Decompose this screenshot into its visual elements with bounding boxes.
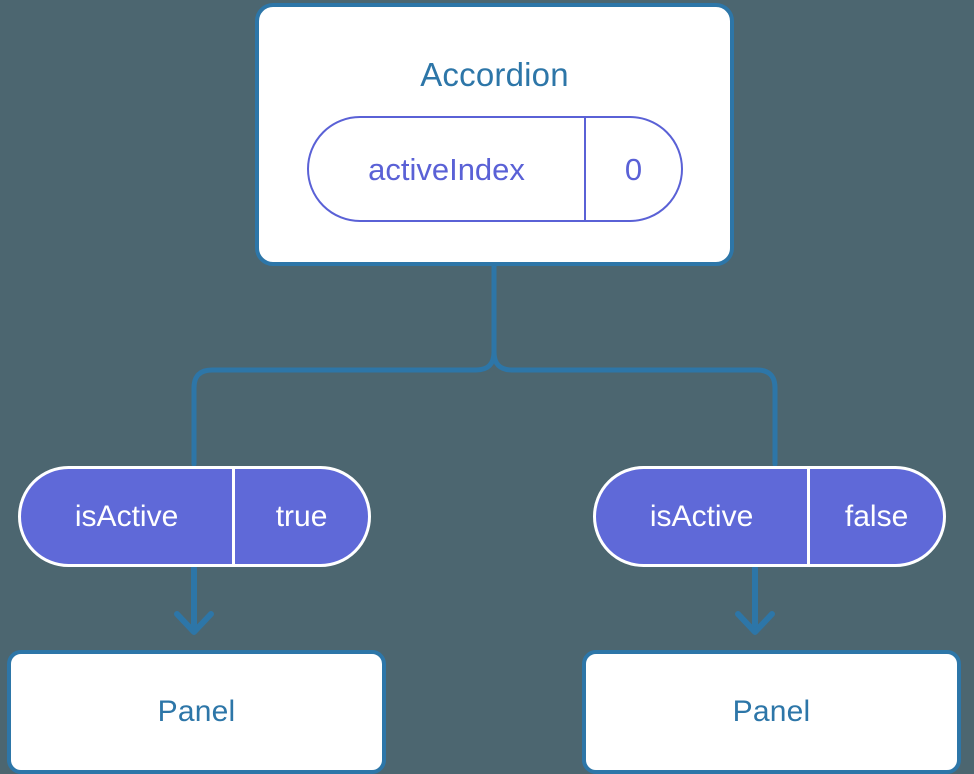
- panel-component-node-right[interactable]: Panel: [582, 650, 961, 774]
- panel-title-left: Panel: [157, 695, 236, 728]
- edge-left-branch-to-panel-arrow: [174, 565, 214, 635]
- prop-value-active-index: 0: [584, 118, 681, 220]
- prop-pill-is-active-left[interactable]: isActive true: [18, 466, 371, 567]
- panel-component-node-left[interactable]: Panel: [7, 650, 386, 774]
- panel-title-right: Panel: [732, 695, 811, 728]
- prop-key-is-active-right: isActive: [649, 499, 754, 533]
- edge-accordion-to-right-branch: [491, 263, 778, 467]
- edge-accordion-to-left-branch: [191, 263, 497, 467]
- prop-key-active-index: activeIndex: [368, 151, 525, 187]
- prop-value-is-active-left: true: [232, 469, 368, 564]
- prop-value-is-active-right: false: [807, 469, 943, 564]
- prop-pill-active-index[interactable]: activeIndex 0: [307, 116, 683, 222]
- accordion-title: Accordion: [420, 56, 569, 93]
- prop-pill-is-active-right[interactable]: isActive false: [593, 466, 946, 567]
- edge-right-branch-to-panel-arrow: [735, 565, 775, 635]
- prop-key-is-active-left: isActive: [74, 499, 179, 533]
